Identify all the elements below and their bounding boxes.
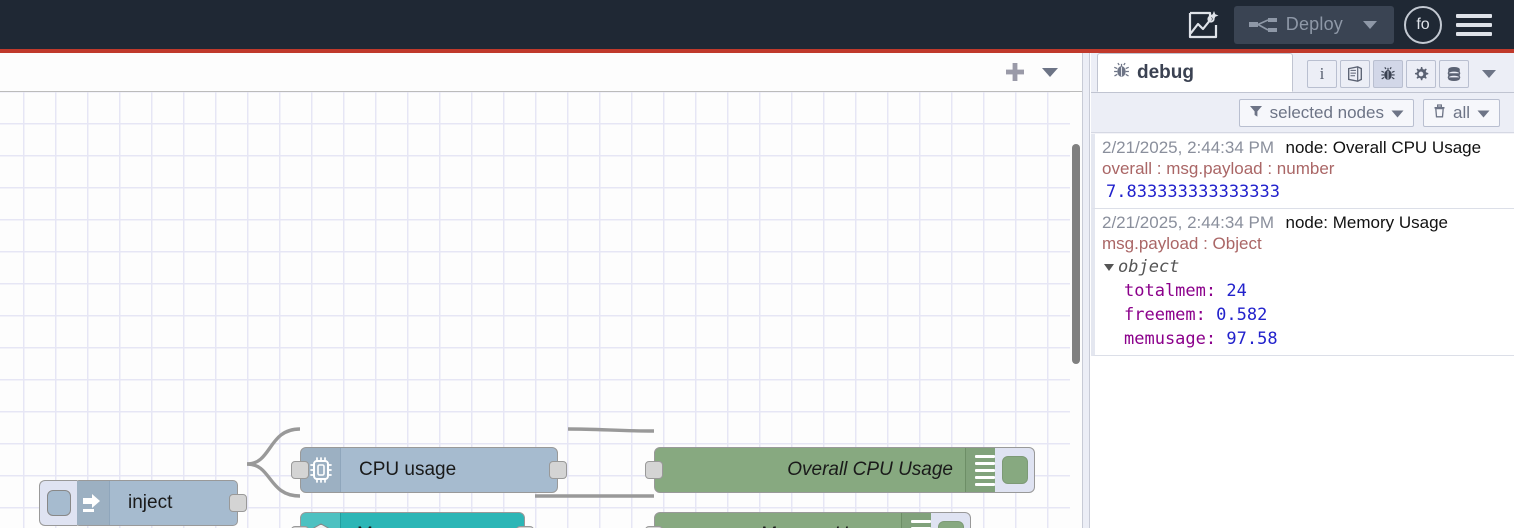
chevron-down-icon[interactable] (1477, 103, 1490, 123)
info-icon[interactable]: i (1307, 60, 1337, 88)
debug-clear-label: all (1452, 102, 1470, 122)
node-debug-overall-cpu-usage[interactable]: Overall CPU Usage (645, 447, 1035, 493)
inject-trigger-button[interactable] (39, 480, 77, 526)
sidebar-panel: debug i (1091, 53, 1514, 528)
debug-object-property: memusage: 97.58 (1102, 329, 1508, 349)
debug-message-source[interactable]: node: Overall CPU Usage (1285, 138, 1482, 157)
debug-message-value: 7.833333333333333 (1106, 182, 1280, 202)
bug-icon (1112, 61, 1131, 85)
debug-clear-selector[interactable]: all (1422, 98, 1500, 127)
node-inject[interactable]: inject (39, 480, 247, 526)
debug-message[interactable]: 2/21/2025, 2:44:34 PM node: Memory Usage… (1091, 209, 1514, 356)
tab-debug-label: debug (1137, 61, 1194, 83)
node-cpu-usage[interactable]: CPU usage (291, 447, 567, 493)
node-input-port[interactable] (645, 461, 663, 479)
trash-icon (1433, 103, 1446, 123)
node-input-port[interactable] (291, 461, 309, 479)
node-output-port[interactable] (549, 461, 567, 479)
triangle-down-icon (1104, 263, 1114, 271)
node-debug-memory-usage[interactable]: Memory Usage (645, 512, 971, 528)
debug-message-list[interactable]: 2/21/2025, 2:44:34 PM node: Overall CPU … (1091, 134, 1514, 528)
funnel-icon (1249, 103, 1263, 123)
debug-message-timestamp: 2/21/2025, 2:44:34 PM (1102, 138, 1275, 157)
property-key: memusage: (1124, 329, 1217, 349)
node-label: inject (128, 492, 173, 513)
debug-object-property: freemem: 0.582 (1102, 305, 1508, 325)
debug-object-expander[interactable]: object (1102, 257, 1508, 277)
chevron-down-icon[interactable] (1357, 20, 1394, 30)
deploy-button-label: Deploy (1285, 14, 1343, 34)
debug-object-property: totalmem: 24 (1102, 281, 1508, 301)
sidebar-tool-buttons: i (1307, 60, 1502, 88)
deploy-icon (1234, 15, 1286, 35)
flow-canvas[interactable]: inject CPU usage (0, 92, 1070, 528)
node-label: Memory (357, 524, 426, 528)
hamburger-menu-icon[interactable] (1456, 6, 1496, 44)
deploy-button[interactable]: Deploy (1233, 5, 1394, 44)
property-value: 97.58 (1226, 329, 1278, 349)
debug-message-timestamp: 2/21/2025, 2:44:34 PM (1102, 213, 1275, 232)
property-key: freemem: (1124, 305, 1206, 325)
plus-icon[interactable] (998, 55, 1032, 89)
chevron-down-icon[interactable] (1391, 103, 1404, 123)
server-memory-icon (301, 513, 341, 528)
scrollbar-thumb[interactable] (1072, 144, 1080, 364)
node-label: CPU usage (359, 459, 457, 480)
debug-message-topic: msg.payload : Object (1102, 234, 1262, 253)
debug-message-source[interactable]: node: Memory Usage (1285, 213, 1449, 232)
debug-enable-toggle[interactable] (995, 447, 1035, 493)
property-value: 0.582 (1216, 305, 1268, 325)
debug-filter-selector[interactable]: selected nodes (1238, 98, 1414, 127)
property-value: 24 (1226, 281, 1247, 301)
bug-icon[interactable] (1373, 60, 1403, 88)
property-key: totalmem: (1124, 281, 1217, 301)
panel-resize-handle[interactable] (1082, 53, 1090, 528)
sidebar-tab-row: debug i (1091, 53, 1514, 93)
help-book-icon[interactable] (1340, 60, 1370, 88)
node-label: Memory Usage (760, 524, 889, 528)
chevron-down-icon[interactable] (1032, 55, 1068, 89)
debug-filter-bar: selected nodes all (1091, 93, 1514, 133)
debug-message[interactable]: 2/21/2025, 2:44:34 PM node: Overall CPU … (1091, 134, 1514, 209)
flow-workspace: inject CPU usage (0, 53, 1082, 528)
debug-message-topic: overall : msg.payload : number (1102, 159, 1335, 178)
debug-enable-toggle[interactable] (931, 512, 971, 528)
node-label: Overall CPU Usage (787, 459, 953, 480)
canvas-vertical-scrollbar[interactable] (1070, 92, 1082, 528)
debug-filter-label: selected nodes (1269, 102, 1384, 122)
tab-debug[interactable]: debug (1097, 53, 1293, 92)
context-data-icon[interactable] (1439, 60, 1469, 88)
chevron-down-icon[interactable] (1476, 60, 1502, 88)
flow-assist-icon[interactable] (1182, 6, 1226, 44)
header-accent-rule (0, 49, 1514, 53)
node-memory[interactable]: Memory (291, 512, 534, 528)
avatar[interactable]: fo (1404, 5, 1442, 44)
flow-tab-bar (0, 53, 1082, 92)
gear-icon[interactable] (1406, 60, 1436, 88)
debug-lines-icon (901, 513, 939, 528)
top-header-bar: Deploy fo (0, 0, 1514, 49)
inject-arrow-icon (75, 481, 110, 525)
debug-object-label: object (1118, 257, 1180, 277)
avatar-label: fo (1416, 15, 1430, 33)
node-output-port[interactable] (229, 494, 247, 512)
